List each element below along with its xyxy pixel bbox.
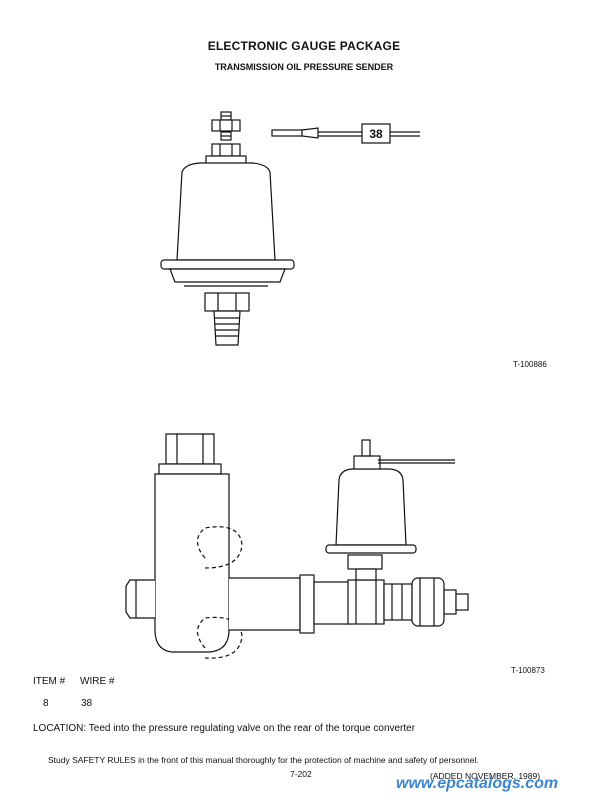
wire-column-header: WIRE #: [80, 676, 115, 687]
wire-tag-label: 38: [369, 127, 383, 141]
page-subtitle: TRANSMISSION OIL PRESSURE SENDER: [214, 62, 394, 72]
safety-note-text: Study SAFETY RULES in the front of this …: [48, 755, 479, 765]
wire-value: 38: [81, 698, 93, 709]
safety-note: Study SAFETY RULES in the front of this …: [48, 755, 479, 765]
figure-code: T-100886: [513, 360, 547, 369]
page-number: 7-202: [290, 769, 312, 779]
location-note: LOCATION: Teed into the pressure regulat…: [33, 723, 416, 734]
page-title: ELECTRONIC GAUGE PACKAGE: [207, 39, 401, 53]
figure-code: T-100873: [511, 666, 545, 675]
item-value: 8: [43, 698, 49, 709]
item-column-header: ITEM #: [33, 676, 66, 687]
watermark: www.epcatalogs.com: [396, 775, 559, 792]
added-date: (ADDED NOVEMBER, 1989): [430, 771, 541, 781]
